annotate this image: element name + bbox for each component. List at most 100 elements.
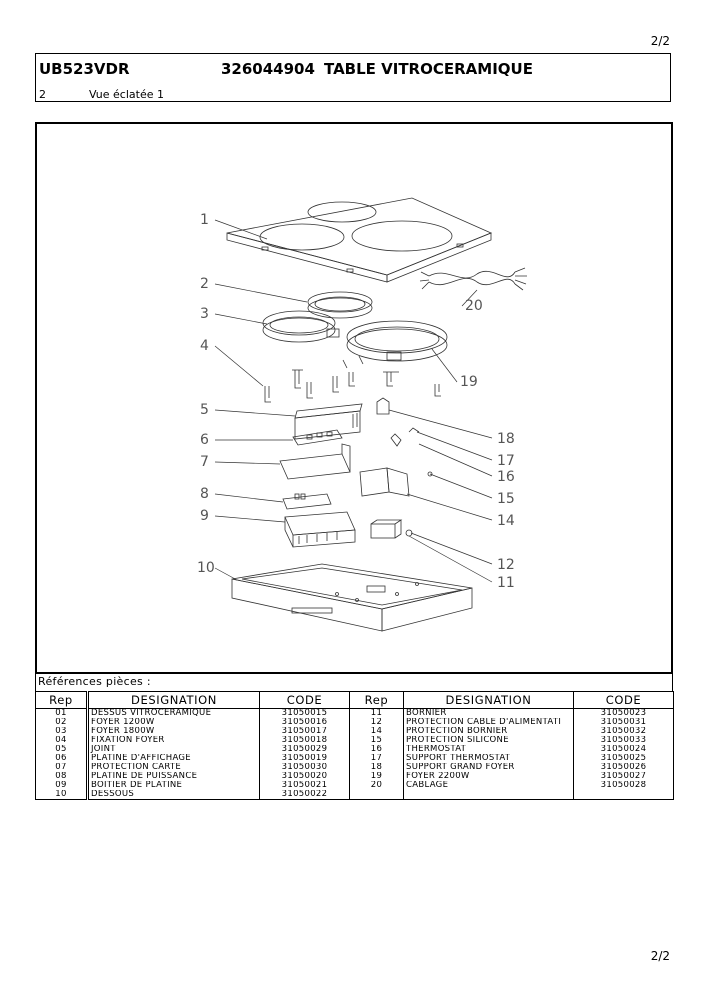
part-thermostat-parts	[376, 397, 433, 477]
table-cell-rep2: 14	[349, 727, 404, 736]
table-cell-rep1: 10	[35, 790, 88, 800]
callout-7: 7	[200, 454, 209, 470]
table-cell-des1: BOITIER DE PLATINE	[86, 781, 260, 790]
table-cell-rep2: 12	[349, 718, 404, 727]
table-cell-code1: 31050030	[259, 763, 350, 772]
table-cell-rep2: 20	[349, 781, 404, 790]
table-cell-code1: 31050021	[259, 781, 350, 790]
product-title: TABLE VITROCERAMIQUE	[324, 60, 533, 78]
page-number-top: 2/2	[650, 34, 670, 48]
table-cell-rep1: 02	[35, 718, 88, 727]
table-cell-rep1: 05	[35, 745, 88, 754]
part-board-protection	[279, 443, 351, 480]
table-cell-code2: 31050031	[573, 718, 674, 727]
table-cell-des2: PROTECTION BORNIER	[403, 727, 574, 736]
table-cell-des2	[403, 790, 574, 800]
table-cell-des2: THERMOSTAT	[403, 745, 574, 754]
exploded-view-diagram: 1 2 3 4 5 6 7 8 9 10 11 12 14 15 16 17 1…	[35, 122, 673, 674]
table-cell-code2: 31050026	[573, 763, 674, 772]
part-burner-1800w	[262, 310, 340, 343]
table-cell-rep2	[349, 790, 404, 800]
table-cell-rep1: 03	[35, 727, 88, 736]
table-cell-code1: 31050017	[259, 727, 350, 736]
callout-17: 17	[497, 453, 515, 469]
table-cell-rep2: 18	[349, 763, 404, 772]
table-cell-des1: DESSOUS	[86, 790, 260, 800]
header-designation-right: DESIGNATION	[403, 691, 574, 709]
table-cell-code1: 31050019	[259, 754, 350, 763]
table-cell-des1: DESSUS VITROCERAMIQUE	[86, 708, 260, 718]
part-display-board	[292, 429, 343, 446]
table-cell-des1: FOYER 1800W	[86, 727, 260, 736]
callout-19: 19	[460, 374, 478, 390]
callout-6: 6	[200, 432, 209, 448]
callout-9: 9	[200, 508, 209, 524]
callout-12: 12	[497, 557, 515, 573]
table-cell-code2	[573, 790, 674, 800]
part-board-housing	[284, 511, 356, 548]
part-gasket	[294, 403, 363, 440]
page-number-bottom: 2/2	[650, 949, 670, 963]
header-rep-right: Rep	[349, 691, 404, 709]
table-cell-rep2: 15	[349, 736, 404, 745]
parts-table-header: Rep DESIGNATION CODE Rep DESIGNATION COD…	[35, 691, 674, 709]
header-designation-left: DESIGNATION	[86, 691, 260, 709]
part-power-board	[282, 493, 332, 510]
table-cell-des1: PLATINE DE PUISSANCE	[86, 772, 260, 781]
table-cell-code2: 31050033	[573, 736, 674, 745]
callout-5: 5	[200, 402, 209, 418]
part-bottom-tray	[231, 563, 473, 632]
table-cell-rep1: 07	[35, 763, 88, 772]
product-code: 326044904	[221, 60, 315, 78]
table-cell-rep1: 06	[35, 754, 88, 763]
references-title-box: Références pièces :	[35, 674, 673, 691]
table-cell-code2: 31050024	[573, 745, 674, 754]
callout-20: 20	[465, 298, 483, 314]
callout-4: 4	[200, 338, 209, 354]
references-title: Références pièces :	[38, 675, 151, 688]
table-cell-code2: 31050025	[573, 754, 674, 763]
table-cell-rep1: 08	[35, 772, 88, 781]
table-cell-des1: PLATINE D'AFFICHAGE	[86, 754, 260, 763]
leader-lines	[214, 219, 493, 583]
table-cell-des2: SUPPORT GRAND FOYER	[403, 763, 574, 772]
table-cell-rep1: 01	[35, 708, 88, 718]
callout-18: 18	[497, 431, 515, 447]
table-cell-code1: 31050015	[259, 708, 350, 718]
table-cell-des1: FOYER 1200W	[86, 718, 260, 727]
callout-11: 11	[497, 575, 515, 591]
part-terminal-block	[370, 519, 403, 539]
part-burner-fixations	[264, 355, 441, 403]
table-cell-des2: CABLAGE	[403, 781, 574, 790]
part-wiring	[419, 267, 527, 291]
table-cell-rep1: 04	[35, 736, 88, 745]
header-code-left: CODE	[259, 691, 350, 709]
header-rep-left: Rep	[35, 691, 88, 709]
callout-3: 3	[200, 306, 209, 322]
table-cell-des2: PROTECTION CABLE D'ALIMENTATI	[403, 718, 574, 727]
callout-14: 14	[497, 513, 515, 529]
table-cell-code2: 31050028	[573, 781, 674, 790]
table-cell-code1: 31050029	[259, 745, 350, 754]
callout-8: 8	[200, 486, 209, 502]
table-cell-des2: PROTECTION SILICONE	[403, 736, 574, 745]
part-burner-2200w	[346, 320, 448, 362]
table-cell-code2: 31050032	[573, 727, 674, 736]
callout-2: 2	[200, 276, 209, 292]
table-cell-rep2: 17	[349, 754, 404, 763]
table-cell-des1: FIXATION FOYER	[86, 736, 260, 745]
callout-15: 15	[497, 491, 515, 507]
parts-table: Rep DESIGNATION CODE Rep DESIGNATION COD…	[35, 691, 674, 800]
part-terminal-protection	[359, 467, 410, 497]
table-cell-code2: 31050023	[573, 708, 674, 718]
model-reference: UB523VDR	[39, 60, 130, 78]
part-burner-1200w	[307, 291, 373, 319]
table-cell-des2: FOYER 2200W	[403, 772, 574, 781]
header-code-right: CODE	[573, 691, 674, 709]
